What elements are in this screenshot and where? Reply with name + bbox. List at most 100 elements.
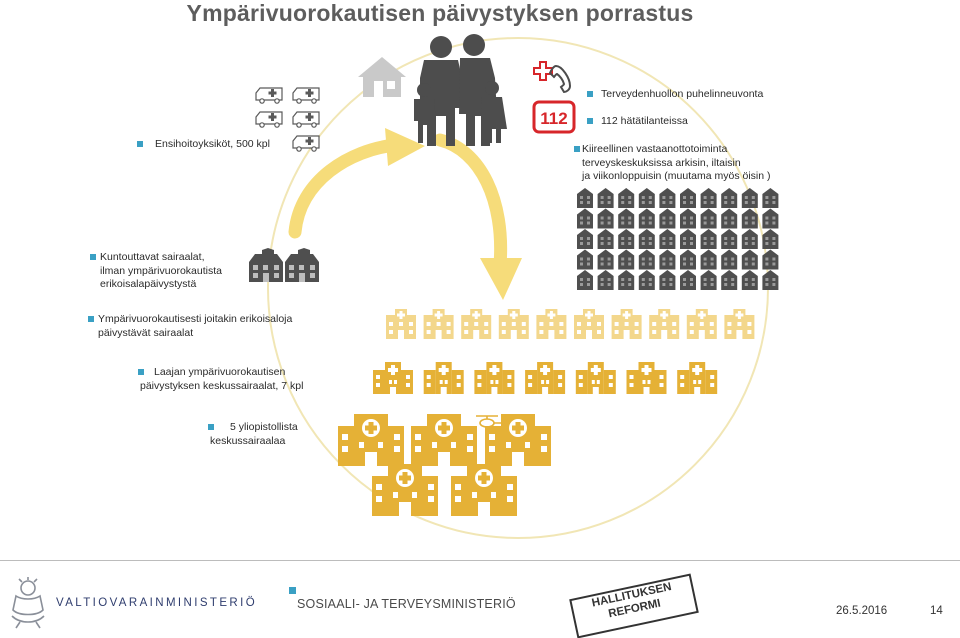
central-hospital-icon	[525, 362, 566, 394]
health-center-icon	[659, 229, 676, 249]
health-center-icon	[618, 208, 635, 229]
health-center-icon	[597, 188, 614, 208]
ambulance-icon	[292, 87, 320, 104]
date-label: 26.5.2016	[836, 605, 888, 617]
hospital-icon	[724, 309, 755, 339]
hospital-icon	[386, 309, 416, 339]
page-title: Ympärivuorokautisen päivystyksen porrast…	[186, 0, 694, 26]
health-center-icon	[762, 270, 779, 290]
hospital-icon	[461, 309, 492, 339]
footer-divider	[0, 560, 960, 561]
health-center-icon	[577, 270, 593, 290]
health-center-icon	[741, 229, 758, 249]
health-center-icon	[700, 229, 717, 249]
label-neuvonta: Terveydenhuollon puhelinneuvonta	[587, 88, 763, 102]
health-center-icon	[638, 188, 655, 208]
health-center-icon	[659, 249, 676, 270]
health-center-icon	[638, 249, 655, 270]
accent-square	[289, 587, 296, 594]
university-hospital-icon	[451, 464, 517, 516]
ministry-social-label: SOSIAALI- JA TERVEYSMINISTERIÖ	[297, 597, 516, 611]
central-hospital-icon	[575, 362, 616, 394]
label-laajan: Laajan ympärivuorokautisen päivystyksen …	[138, 366, 304, 392]
label-ensihoito: Ensihoitoyksiköt, 500 kpl	[137, 138, 270, 152]
university-hospital-icon	[372, 464, 438, 516]
health-center-icon	[597, 270, 614, 290]
health-center-icon	[700, 249, 717, 270]
university-hospital-icon	[411, 414, 477, 466]
family-icon	[414, 34, 507, 146]
hospital-icon	[611, 309, 642, 339]
label-kiireellinen: Kiireellinen vastaanottotoiminta terveys…	[574, 143, 771, 184]
label-112: 112 hätätilanteissa	[587, 115, 688, 129]
health-center-icon	[721, 249, 738, 270]
health-center-icon	[618, 249, 635, 270]
health-center-icon	[721, 188, 738, 208]
helicopter-icon	[476, 415, 507, 428]
health-center-icon	[680, 229, 696, 249]
phone-cross-icon	[533, 61, 572, 94]
ambulance-icon	[292, 135, 320, 152]
health-center-icon	[659, 208, 676, 229]
page-number: 14	[930, 605, 943, 617]
ambulance-icon	[255, 111, 283, 128]
health-center-icon	[721, 229, 738, 249]
university-hospital-group	[338, 414, 551, 516]
rehab-hospital-icon	[249, 248, 283, 282]
rehab-hospital-icon	[285, 248, 319, 282]
hospital-icon	[574, 309, 604, 339]
hospital-icon	[498, 309, 529, 339]
health-center-icon	[680, 270, 696, 290]
health-center-icon	[741, 270, 758, 290]
ambulance-icon	[255, 87, 283, 104]
health-center-icon	[700, 208, 717, 229]
health-center-icon	[680, 249, 696, 270]
central-hospital-icon	[373, 362, 413, 394]
health-center-icon	[700, 188, 717, 208]
central-hospital-row	[373, 362, 718, 394]
label-kuntouttavat: Kuntouttavat sairaalat, ilman ympärivuor…	[90, 251, 222, 292]
hospital-icon	[423, 309, 454, 339]
health-center-icon	[638, 208, 655, 229]
diagram-graphic: 112	[249, 34, 779, 539]
ministry-finance-label: VALTIOVARAINMINISTERIÖ	[56, 597, 258, 609]
health-center-icon	[618, 270, 635, 290]
health-center-icon	[618, 229, 635, 249]
hospital-icon	[686, 309, 717, 339]
label-erikoisalat: Ympärivuorokautisesti joitakin erikoisal…	[88, 313, 292, 340]
health-center-icon	[762, 188, 779, 208]
lion-crest-icon	[11, 577, 45, 629]
hospital-row	[386, 309, 755, 339]
health-center-icon	[762, 229, 779, 249]
health-center-icon	[680, 208, 696, 229]
university-hospital-icon	[485, 414, 551, 466]
health-center-icon	[597, 229, 614, 249]
label-yliopisto: 5 yliopistollista keskussairaalaa	[208, 421, 298, 447]
health-center-icon	[597, 208, 614, 229]
health-center-icon	[638, 270, 655, 290]
health-center-icon	[741, 249, 758, 270]
health-center-icon	[659, 270, 676, 290]
health-center-icon	[762, 208, 779, 229]
health-center-icon	[577, 229, 593, 249]
health-center-icon	[700, 270, 717, 290]
health-center-icon	[721, 270, 738, 290]
hospital-icon	[536, 309, 567, 339]
health-center-icon	[638, 229, 655, 249]
cycle-arrows	[288, 128, 522, 300]
ambulance-icon	[292, 111, 320, 128]
reform-stamp: HALLITUKSEN REFORMI	[569, 573, 699, 638]
health-center-icon	[597, 249, 614, 270]
health-center-icon	[680, 188, 696, 208]
health-center-icon	[721, 208, 738, 229]
health-center-icon	[741, 188, 758, 208]
health-center-icon	[577, 249, 593, 270]
health-center-icon	[618, 188, 635, 208]
health-center-icon	[577, 208, 593, 229]
emergency-number: 112	[540, 109, 567, 128]
central-hospital-icon	[423, 362, 464, 394]
health-center-grid	[577, 188, 779, 290]
health-center-icon	[659, 188, 676, 208]
house-icon	[358, 57, 406, 97]
health-center-icon	[577, 188, 593, 208]
